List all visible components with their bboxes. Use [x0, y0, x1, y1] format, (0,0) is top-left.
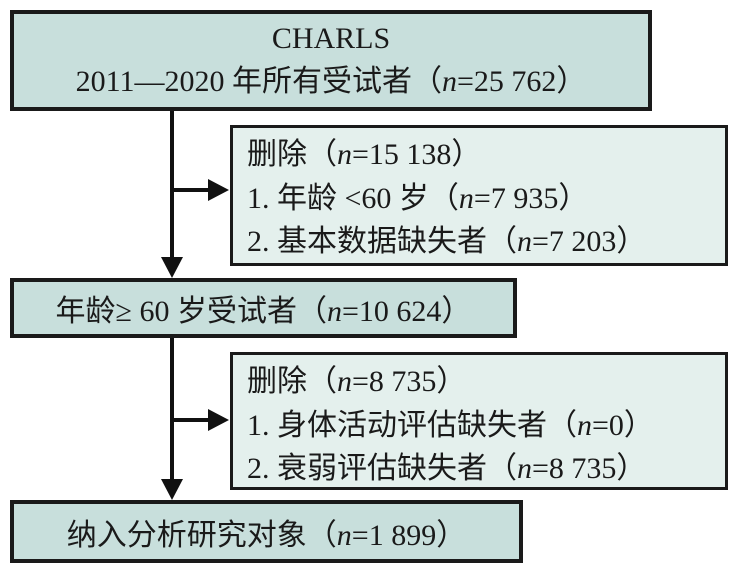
exclusion1-item2-count: =7 203） — [532, 225, 647, 258]
n-variable: n — [336, 518, 352, 552]
exclusion1-item-1: 1. 年龄 <60 岁（n=7 935） — [247, 177, 717, 221]
charls-title-text: CHARLS — [271, 21, 391, 55]
n-variable: n — [441, 64, 457, 98]
charls-title: CHARLS — [272, 18, 390, 61]
arrowhead-right-1-icon — [208, 179, 229, 201]
charls-subtitle: 2011—2020 年所有受试者（n=25 762） — [76, 61, 587, 104]
flow-box-eligible-age60: 年龄≥ 60 岁受试者（n=10 624） — [10, 278, 517, 338]
connector-horizontal-1 — [170, 188, 210, 192]
arrowhead-down-2-icon — [161, 479, 183, 500]
eligible-text-pre: 年龄≥ 60 岁受试者（ — [55, 295, 328, 328]
flow-box-final-analysis: 纳入分析研究对象（n=1 899） — [10, 500, 523, 563]
n-variable: n — [517, 225, 532, 258]
exclusion2-title-pre: 删除（ — [247, 365, 337, 398]
exclusion1-title: 删除（n=15 138） — [247, 133, 717, 177]
flow-box-exclusion-1: 删除（n=15 138） 1. 年龄 <60 岁（n=7 935） 2. 基本数… — [230, 125, 728, 266]
eligible-text: 年龄≥ 60 岁受试者（n=10 624） — [56, 286, 472, 330]
arrowhead-right-2-icon — [208, 409, 229, 431]
exclusion2-item1-pre: 1. 身体活动评估缺失者（ — [247, 408, 577, 442]
final-text: 纳入分析研究对象（n=1 899） — [67, 510, 466, 554]
flow-box-charls-all-participants: CHARLS 2011—2020 年所有受试者（n=25 762） — [10, 10, 652, 111]
exclusion1-item1-pre: 1. 年龄 <60 岁（ — [247, 181, 459, 215]
exclusion2-item2-count: =8 735） — [532, 452, 647, 485]
n-variable: n — [458, 181, 474, 215]
flow-box-exclusion-2: 删除（n=8 735） 1. 身体活动评估缺失者（n=0） 2. 衰弱评估缺失者… — [230, 352, 728, 490]
n-variable: n — [517, 452, 532, 485]
exclusion2-item2-pre: 2. 衰弱评估缺失者（ — [247, 452, 517, 485]
exclusion2-title-count: =8 735） — [352, 365, 467, 398]
connector-vertical-1 — [170, 111, 174, 258]
exclusion2-item1-count: =0） — [592, 408, 654, 442]
exclusion2-item-2: 2. 衰弱评估缺失者（n=8 735） — [247, 447, 717, 491]
connector-horizontal-2 — [170, 418, 210, 422]
final-text-count: =1 899） — [351, 518, 467, 552]
exclusion1-title-count: =15 138） — [352, 138, 482, 171]
eligible-text-count: =10 624） — [342, 295, 472, 328]
charls-subtitle-count: =25 762） — [456, 64, 587, 98]
final-text-pre: 纳入分析研究对象（ — [66, 518, 337, 552]
connector-vertical-2 — [170, 338, 174, 480]
exclusion2-item-1: 1. 身体活动评估缺失者（n=0） — [247, 404, 717, 448]
exclusion1-item2-pre: 2. 基本数据缺失者（ — [247, 225, 517, 258]
exclusion1-item1-count: =7 935） — [473, 181, 589, 215]
n-variable: n — [337, 365, 352, 398]
exclusion2-title: 删除（n=8 735） — [247, 360, 717, 404]
arrowhead-down-1-icon — [161, 257, 183, 278]
n-variable: n — [577, 408, 592, 442]
exclusion1-item-2: 2. 基本数据缺失者（n=7 203） — [247, 220, 717, 264]
exclusion1-title-pre: 删除（ — [247, 138, 337, 171]
n-variable: n — [337, 138, 352, 171]
n-variable: n — [327, 295, 343, 328]
charls-subtitle-pre: 2011—2020 年所有受试者（ — [75, 64, 442, 98]
